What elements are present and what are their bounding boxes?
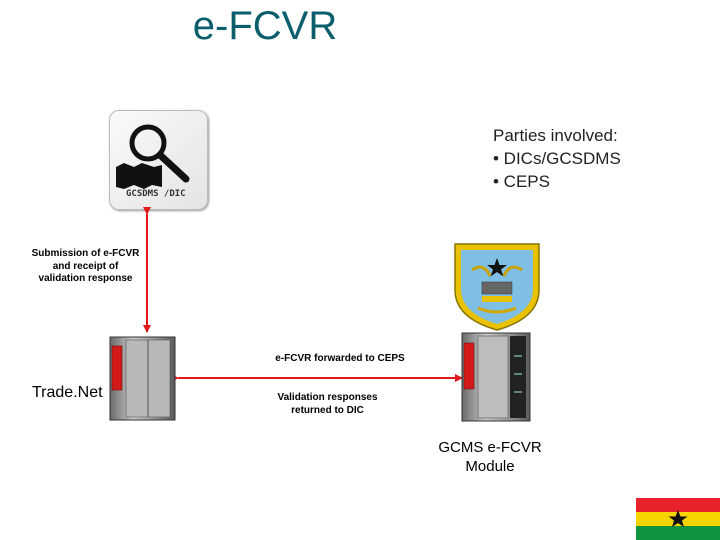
diagram-title: e-FCVR bbox=[192, 4, 338, 48]
gcsdms-dic-icon bbox=[109, 110, 208, 210]
tradenet-label: Trade.Net bbox=[32, 384, 103, 401]
forwarded-label: e-FCVR forwarded to CEPS bbox=[275, 353, 405, 364]
party-item: • CEPS bbox=[493, 172, 550, 191]
tradenet-server-icon bbox=[109, 336, 176, 421]
validation-label: Validation responses returned to DIC bbox=[277, 392, 378, 416]
party-item: • DICs/GCSDMS bbox=[493, 149, 621, 168]
gcsdms-dic-label: GCSDMS /DIC bbox=[126, 189, 186, 199]
gcms-module-label: GCMS e-FCVR Module bbox=[438, 439, 542, 475]
submission-label: Submission of e-FCVR and receipt of vali… bbox=[31, 248, 140, 284]
parties-heading: Parties involved: bbox=[493, 126, 618, 145]
ghana-flag-icon bbox=[636, 498, 720, 540]
ceps-badge-icon bbox=[454, 243, 540, 331]
parties-involved: Parties involved: • DICs/GCSDMS • CEPS bbox=[493, 124, 621, 193]
gcms-server-icon bbox=[461, 332, 531, 422]
magnifier-icon bbox=[116, 124, 190, 189]
